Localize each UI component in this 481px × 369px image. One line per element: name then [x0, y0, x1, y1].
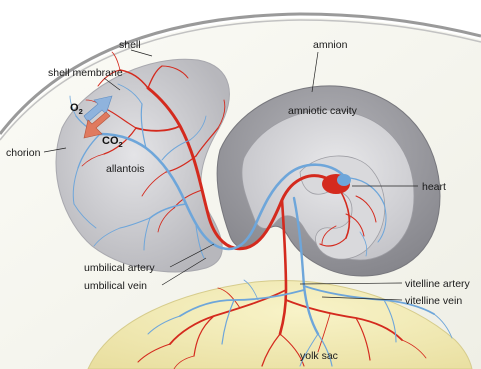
umbilical-vein-label: umbilical vein: [84, 280, 147, 292]
vitelline-vein-label: vitelline vein: [405, 295, 462, 307]
allantois-label: allantois: [106, 163, 145, 175]
vitelline-artery-label: vitelline artery: [405, 278, 471, 290]
shell-membrane-label: shell membrane: [48, 67, 123, 79]
chorion-label: chorion: [6, 147, 41, 159]
umbilical-artery-label: umbilical artery: [84, 262, 155, 274]
yolk-sac-label: yolk sac: [300, 350, 338, 362]
shell-label: shell: [119, 39, 141, 51]
amnion-label: amnion: [313, 39, 348, 51]
amniotic-cavity-label: amniotic cavity: [288, 105, 358, 117]
heart-label: heart: [422, 181, 446, 193]
